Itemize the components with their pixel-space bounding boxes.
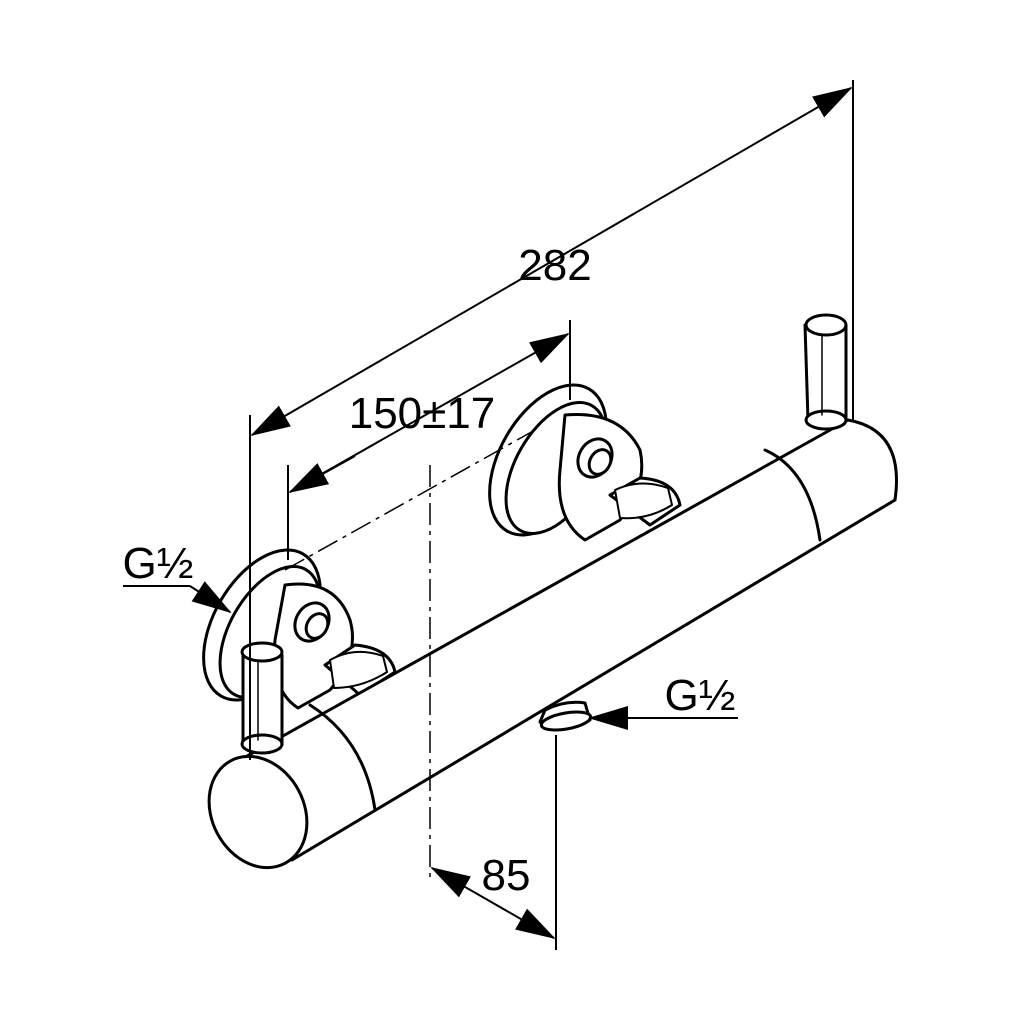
dim-85-line bbox=[430, 867, 556, 939]
dim-150-label: 150±17 bbox=[349, 389, 496, 438]
dim-282-line bbox=[250, 86, 853, 437]
outlet-nipple bbox=[538, 700, 593, 732]
thread-left-label: G½ bbox=[123, 539, 194, 588]
dimension-lines bbox=[123, 80, 854, 950]
dim-85-label: 85 bbox=[482, 851, 531, 900]
end-cap bbox=[207, 754, 309, 870]
right-handle bbox=[803, 313, 848, 431]
dim-282-label: 282 bbox=[518, 241, 591, 290]
thread-right-label: G½ bbox=[665, 671, 736, 720]
right-wall-flange bbox=[488, 383, 682, 542]
center-lines bbox=[284, 429, 536, 880]
faucet-body bbox=[202, 313, 898, 870]
thread-left-leader bbox=[189, 581, 232, 614]
left-handle bbox=[240, 641, 284, 755]
mixer-body bbox=[238, 418, 898, 862]
